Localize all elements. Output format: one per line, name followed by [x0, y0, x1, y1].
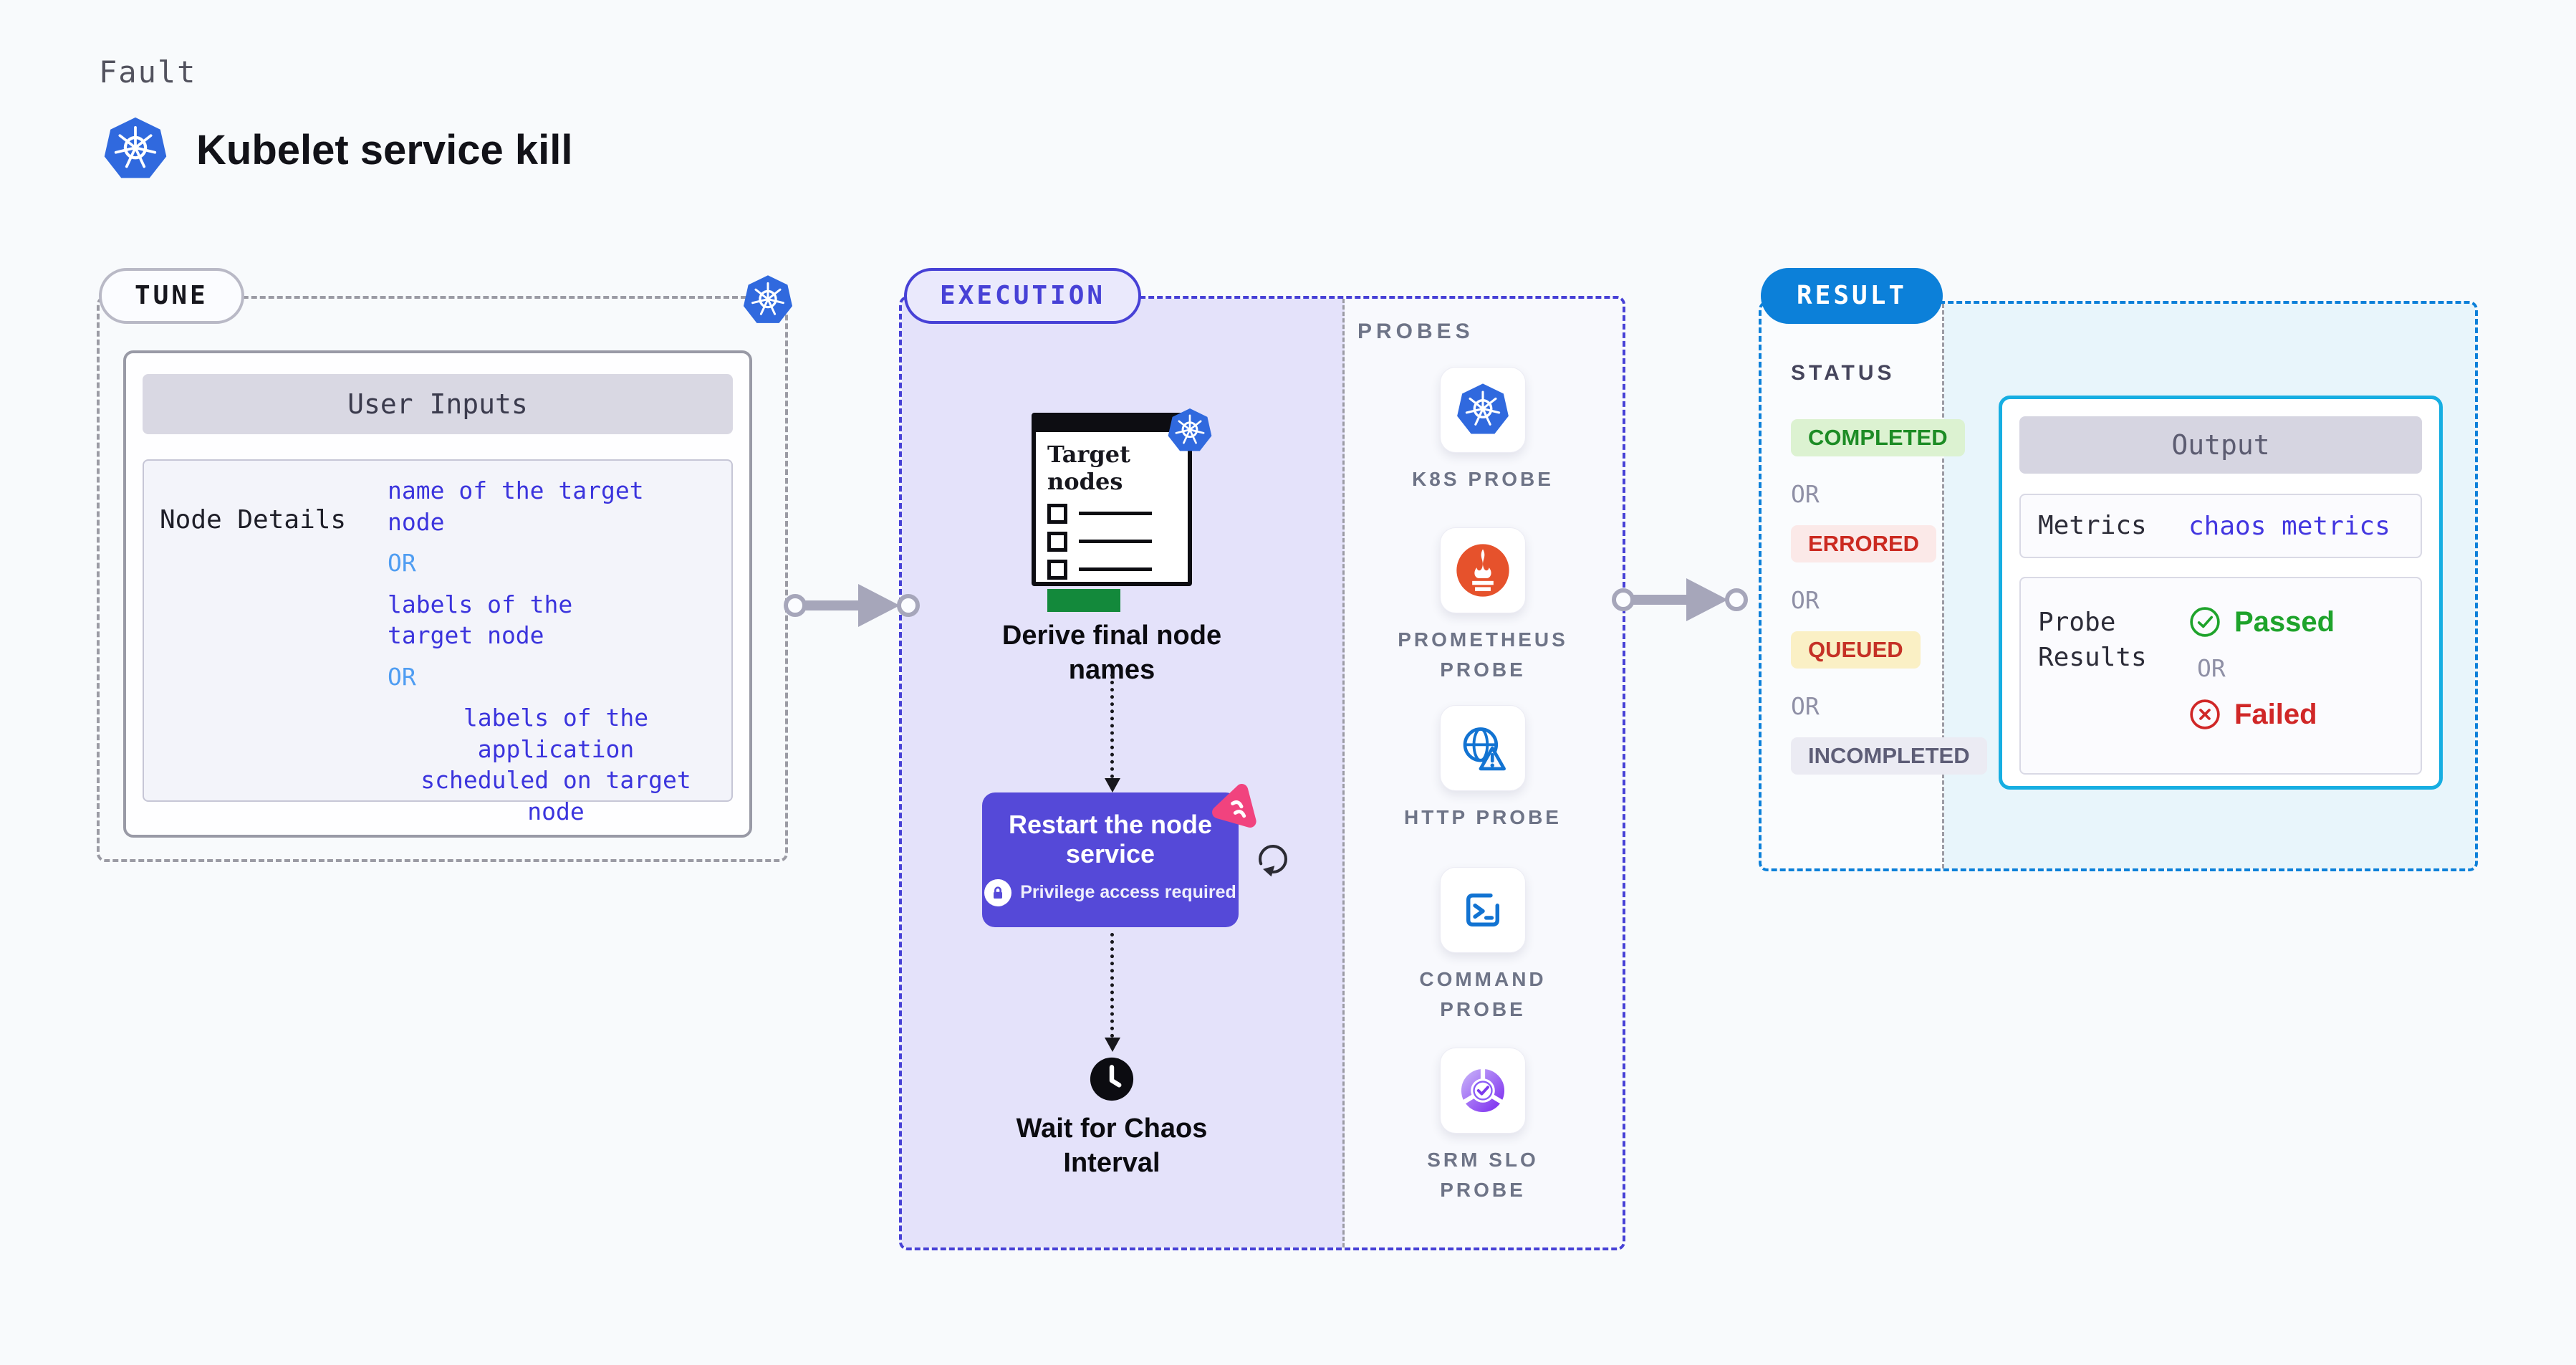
metrics-row: Metrics chaos metrics	[2019, 494, 2422, 558]
connector-dot	[1725, 588, 1748, 611]
fault-category-label: Fault	[99, 54, 197, 90]
node-details-label: Node Details	[160, 505, 347, 535]
slo-donut-check-icon	[1460, 1065, 1506, 1113]
connector-arrowhead	[1105, 1038, 1120, 1052]
http-globe-warning-icon	[1463, 727, 1506, 771]
wait-for-chaos-interval-label: Wait for Chaos Interval	[1016, 1113, 1208, 1178]
connector-arrowhead	[1105, 778, 1120, 792]
probe-results-label: Probe Results	[2038, 608, 2147, 672]
chaos-litmus-icon	[1212, 783, 1256, 828]
probe-results-row: Probe Results Passed OR Failed	[2019, 577, 2422, 775]
probe-label: SRM SLO PROBE	[1427, 1149, 1539, 1201]
connector-dot	[897, 594, 920, 617]
page-title: Kubelet service kill	[196, 127, 573, 173]
probe-label: COMMAND PROBE	[1419, 968, 1547, 1020]
or-separator: OR	[388, 549, 416, 578]
or-separator: OR	[1791, 692, 1820, 720]
user-inputs-header: User Inputs	[143, 374, 733, 434]
result-badge: RESULT	[1761, 268, 1943, 324]
kubernetes-logo-icon	[102, 113, 169, 185]
probe-card-prometheus	[1440, 527, 1526, 613]
dotted-connector	[1110, 674, 1114, 778]
user-inputs-panel: User Inputs Node Details name of the tar…	[123, 350, 752, 838]
probe-label: PROMETHEUS PROBE	[1398, 628, 1568, 681]
node-list-item	[1047, 531, 1152, 552]
retry-loop-icon	[1258, 844, 1288, 877]
restart-node-service-node: Restart the node service Privilege acces…	[982, 792, 1239, 927]
list-line	[1079, 567, 1152, 571]
list-line	[1079, 512, 1152, 515]
target-nodes-card: Target nodes	[1032, 413, 1192, 612]
x-circle-icon	[2190, 699, 2220, 729]
probe-label: K8S PROBE	[1412, 468, 1554, 490]
user-inputs-content: Node Details name of the target node OR …	[143, 459, 733, 825]
checkbox-icon	[1047, 531, 1067, 552]
list-line	[1079, 540, 1152, 543]
probe-result-passed: Passed	[2188, 605, 2335, 638]
probe-card-http	[1440, 705, 1526, 791]
execution-badge: EXECUTION	[904, 268, 1142, 324]
status-badge-completed: COMPLETED	[1791, 419, 1965, 456]
check-circle-icon	[2190, 607, 2220, 637]
prometheus-icon	[1456, 544, 1509, 597]
card-title-bar	[1035, 416, 1188, 432]
flow-arrow-execution-to-result	[1612, 578, 1748, 622]
passed-label: Passed	[2234, 605, 2335, 638]
k8s-icon	[1456, 382, 1510, 436]
probe-card-k8s	[1440, 367, 1526, 453]
or-separator: OR	[388, 662, 416, 691]
target-nodes-title: Target nodes	[1047, 441, 1130, 495]
privilege-access-chip: Privilege access required	[984, 878, 1236, 906]
tune-section	[97, 296, 788, 862]
arrow-shaft	[804, 600, 862, 610]
probes-heading: PROBES	[1357, 320, 1474, 343]
status-badge-errored: ERRORED	[1791, 525, 1937, 562]
output-card: Output Metrics chaos metrics Probe Resul…	[1999, 396, 2443, 790]
probe-label: HTTP PROBE	[1404, 806, 1562, 828]
kubernetes-card-icon	[1167, 407, 1213, 452]
checkbox-icon	[1047, 559, 1067, 580]
probe-card-command	[1440, 867, 1526, 953]
status-region	[1762, 304, 1944, 868]
node-details-values: name of the target node OR labels of the…	[388, 461, 731, 825]
node-list-item	[1047, 503, 1152, 524]
status-badge-incompleted: INCOMPLETED	[1791, 737, 1987, 775]
restart-node-service-label: Restart the node service	[1008, 810, 1213, 869]
progress-bar	[1047, 588, 1120, 612]
lock-icon	[984, 878, 1012, 906]
status-heading: STATUS	[1791, 361, 1895, 385]
arrow-shaft	[1632, 595, 1691, 605]
kubernetes-corner-icon	[742, 274, 794, 325]
metrics-label: Metrics	[2038, 510, 2147, 540]
probe-result-failed: Failed	[2188, 698, 2335, 731]
privilege-access-note: Privilege access required	[1020, 882, 1236, 903]
terminal-icon	[1466, 893, 1500, 927]
probe-card-srm-slo	[1440, 1048, 1526, 1134]
value-labels-of-application: labels of the application scheduled on t…	[420, 704, 691, 825]
or-separator: OR	[2197, 654, 2226, 682]
arrow-head	[1686, 578, 1728, 621]
status-badge-queued: QUEUED	[1791, 631, 1921, 669]
value-name-of-target-node: name of the target node	[388, 476, 644, 536]
output-header: Output	[2019, 416, 2422, 474]
arrow-head	[858, 584, 900, 627]
clock-icon	[1090, 1057, 1134, 1101]
dotted-connector	[1110, 933, 1114, 1038]
node-list-item	[1047, 559, 1152, 580]
metrics-value: chaos metrics	[2188, 511, 2390, 541]
or-separator: OR	[1791, 586, 1820, 614]
tune-badge: TUNE	[99, 268, 244, 324]
value-labels-of-target-node: labels of the target node	[388, 590, 573, 650]
derive-final-node-names-label: Derive final node names	[1001, 621, 1222, 685]
checkbox-icon	[1047, 503, 1067, 524]
failed-label: Failed	[2234, 698, 2317, 730]
or-separator: OR	[1791, 480, 1820, 508]
flow-arrow-tune-to-execution	[784, 583, 920, 628]
